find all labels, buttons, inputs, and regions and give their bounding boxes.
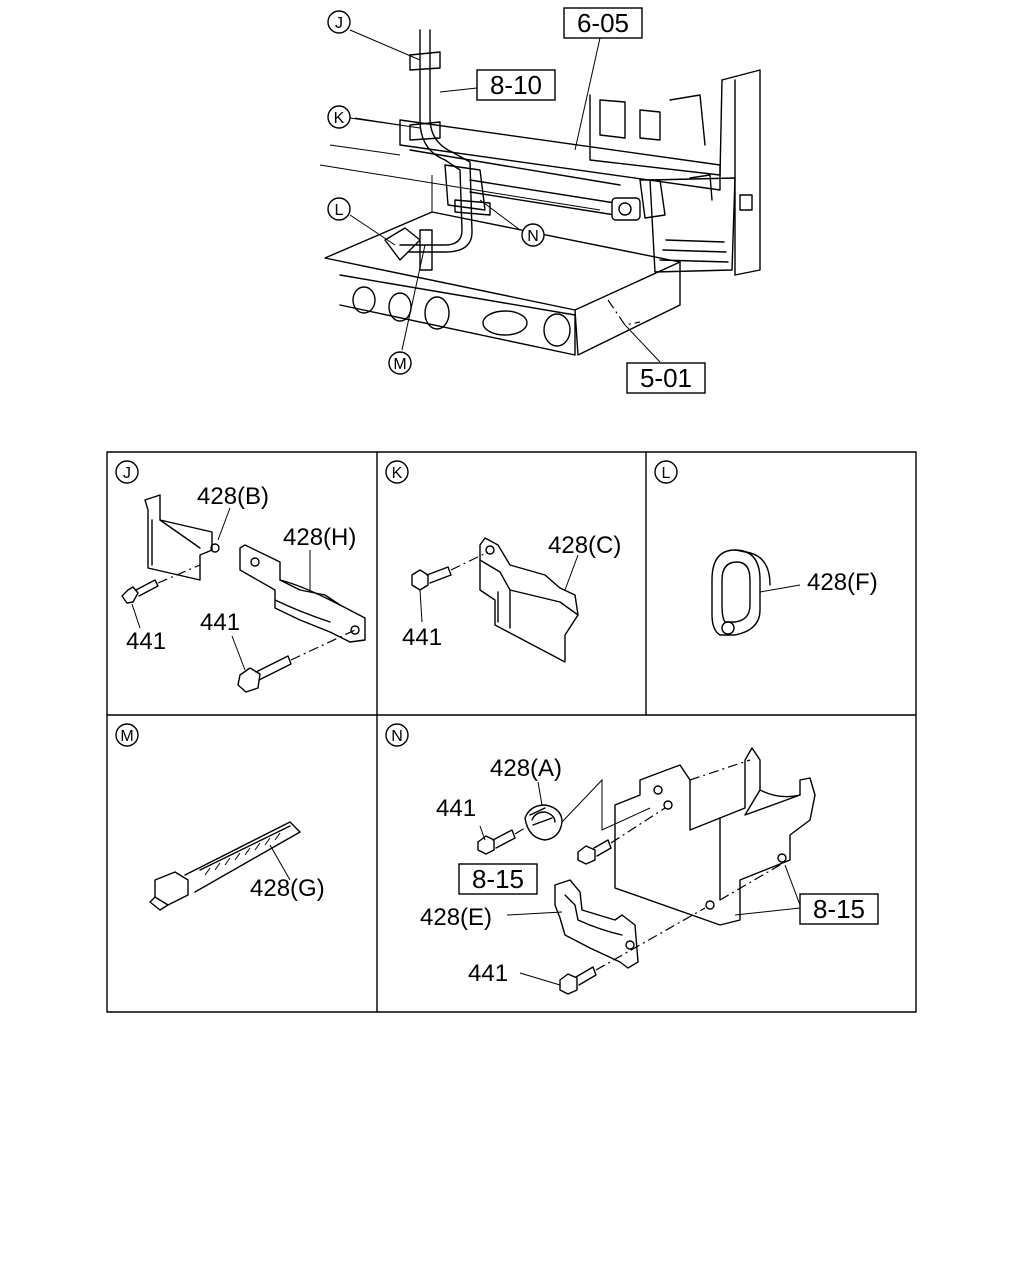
ref-box-8-15-a: 8-15	[458, 863, 538, 895]
svg-text:N: N	[527, 228, 539, 245]
label-428h: 428(H)	[283, 524, 356, 551]
bracket-428e	[554, 879, 639, 969]
panel-k-badge: K	[385, 460, 409, 484]
label-441-n2: 441	[468, 960, 508, 987]
cable-tie-428g	[149, 821, 301, 911]
svg-text:8-15: 8-15	[472, 864, 524, 894]
ref-box-8-10: 8-10	[476, 69, 556, 101]
label-441-j1: 441	[126, 628, 166, 655]
callout-j: J	[327, 10, 351, 34]
label-441-n1: 441	[436, 795, 476, 822]
svg-text:M: M	[393, 356, 406, 373]
svg-text:L: L	[662, 465, 671, 482]
bolt-441-j2	[237, 655, 292, 693]
bolt-441-k	[411, 566, 452, 591]
bracket-428c	[479, 537, 579, 663]
overview-illustration: J K L M N 6-05 8-10 5-01	[319, 7, 761, 394]
panel-m-badge: M	[115, 723, 139, 747]
clip-428f	[711, 549, 771, 636]
svg-text:M: M	[120, 728, 133, 745]
panel-j: J 428(B) 42	[115, 460, 366, 693]
cross-member	[329, 117, 721, 191]
svg-text:6-05: 6-05	[577, 8, 629, 38]
stud-n	[577, 839, 612, 865]
svg-text:8-15: 8-15	[813, 894, 865, 924]
panel-m: M 428(G)	[115, 723, 325, 911]
bracket-428h	[239, 544, 366, 643]
panel-n-leaders	[479, 759, 801, 986]
bracket-428b	[144, 494, 220, 581]
panel-l-leader	[759, 584, 801, 593]
svg-text:8-10: 8-10	[490, 70, 542, 100]
bolt-441-n2	[559, 966, 597, 995]
panel-n: N	[385, 723, 879, 995]
callout-k: K	[327, 105, 351, 129]
clamp-428a	[524, 804, 563, 841]
label-428g: 428(G)	[250, 875, 325, 902]
detail-grid	[106, 451, 917, 1013]
ref-box-6-05: 6-05	[563, 7, 643, 39]
panel-l-badge: L	[654, 460, 678, 484]
callout-l: L	[327, 197, 351, 221]
label-428a: 428(A)	[490, 755, 562, 782]
callout-m: M	[388, 351, 412, 375]
rear-assembly	[589, 69, 761, 276]
panel-l: L 428(F)	[654, 460, 878, 636]
label-428b: 428(B)	[197, 483, 269, 510]
svg-text:L: L	[335, 202, 344, 219]
grid-border	[106, 451, 917, 1013]
svg-text:5-01: 5-01	[640, 363, 692, 393]
panel-k-leaders	[419, 551, 579, 623]
ref-box-5-01: 5-01	[626, 362, 706, 394]
tube-routing	[384, 29, 491, 271]
panel-k: K 428(C) 441	[385, 460, 621, 663]
bolt-441-n1	[477, 829, 516, 855]
label-441-k: 441	[402, 624, 442, 651]
svg-text:J: J	[123, 465, 131, 482]
panel-n-badge: N	[385, 723, 409, 747]
overview-leaders	[349, 29, 661, 363]
label-428e: 428(E)	[420, 904, 492, 931]
panel-j-leaders	[131, 507, 356, 671]
shaft	[469, 179, 641, 221]
callout-n: N	[521, 223, 545, 247]
svg-text:K: K	[334, 110, 345, 127]
ref-box-8-15-b: 8-15	[799, 893, 879, 925]
svg-text:J: J	[335, 15, 343, 32]
main-bracket-n	[614, 747, 816, 926]
label-428c: 428(C)	[548, 532, 621, 559]
bolt-441-j1	[121, 579, 159, 604]
panel-j-badge: J	[115, 460, 139, 484]
svg-text:K: K	[392, 465, 403, 482]
panel-m-leader	[269, 844, 291, 881]
label-441-j2: 441	[200, 609, 240, 636]
svg-text:N: N	[391, 728, 403, 745]
label-428f: 428(F)	[807, 569, 878, 596]
